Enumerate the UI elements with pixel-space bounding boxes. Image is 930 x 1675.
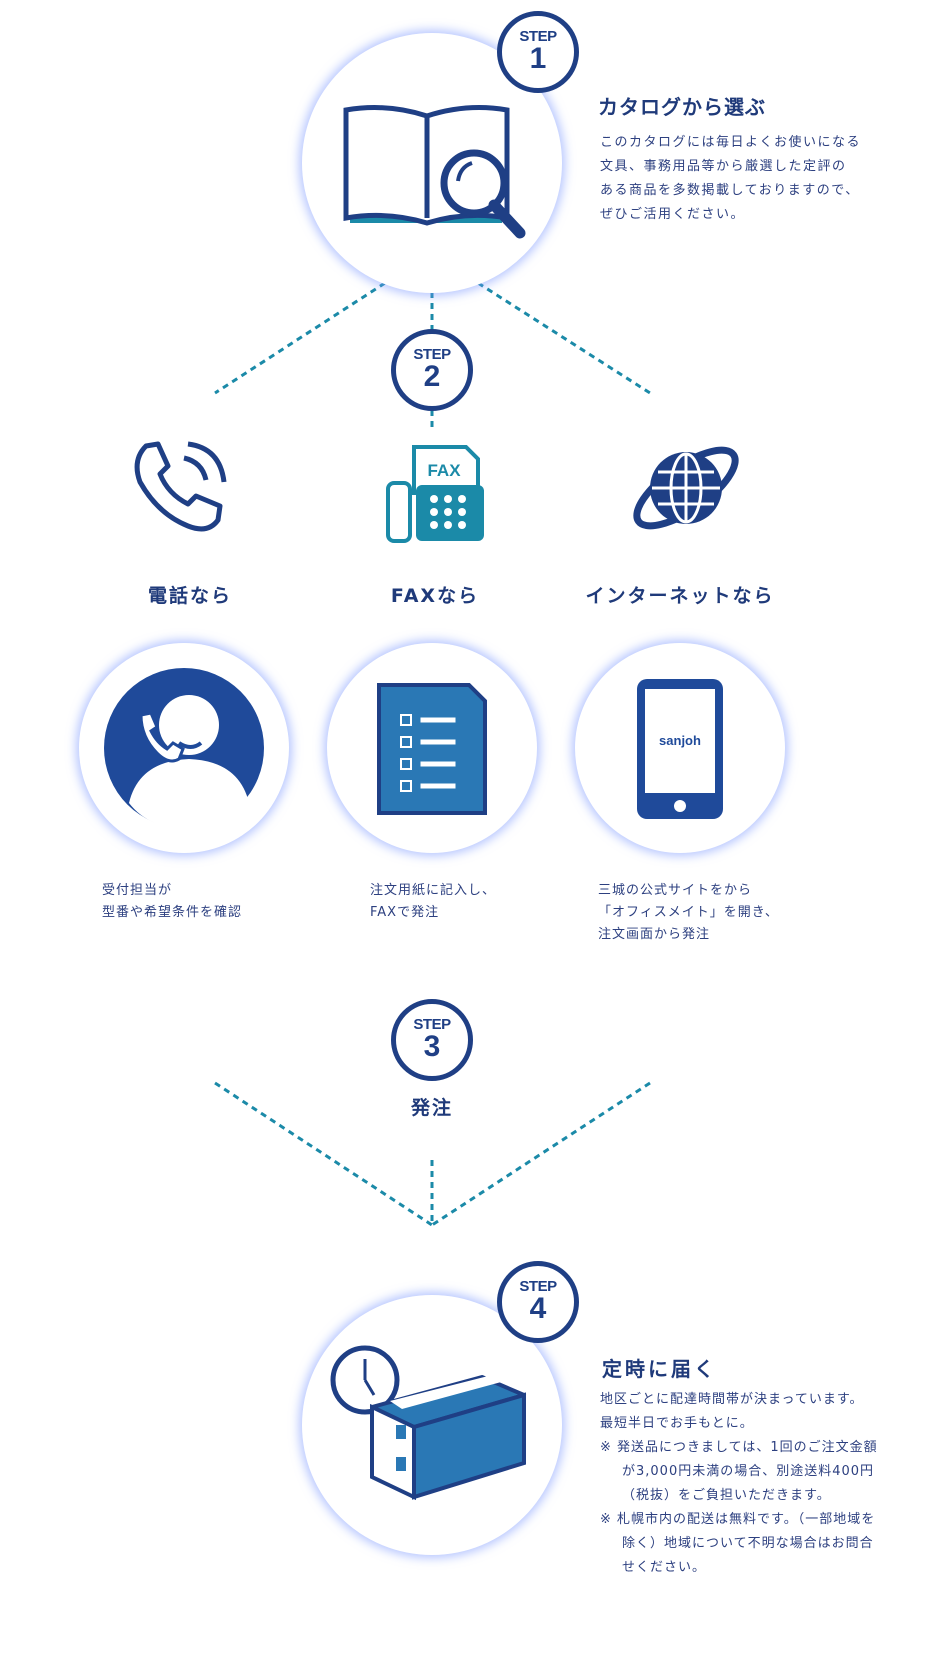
method-text-fax: 注文用紙に記入し、 FAXで発注	[370, 880, 496, 924]
note: ※ 札幌市内の配送は無料です。（一部地域を除く）地域について不明な場合はお問合せ…	[600, 1512, 876, 1575]
fax-icon: FAX	[386, 445, 484, 543]
desc-line: 地区ごとに配達時間帯が決まっています。	[600, 1392, 864, 1407]
text-line: 「オフィスメイト」を開き、	[598, 905, 779, 920]
method-label-phone: 電話なら	[147, 585, 232, 607]
step4-title: 定時に届く	[602, 1357, 717, 1381]
text-line: 注文画面から発注	[598, 927, 711, 942]
delivery-box-icon	[330, 1345, 526, 1501]
step-label: STEP	[413, 346, 451, 363]
method-label-fax: FAXなら	[390, 585, 480, 607]
tablet-circle: sanjoh	[575, 643, 785, 853]
text-line: 注文用紙に記入し、	[370, 883, 497, 898]
step1-title: カタログから選ぶ	[598, 95, 766, 119]
step4-description: 地区ごとに配達時間帯が決まっています。 最短半日でお手もとに。 ※ 発送品につき…	[600, 1388, 880, 1580]
text-line: FAXで発注	[370, 905, 440, 920]
desc-line: このカタログには毎日よくお使いになる	[600, 135, 862, 150]
globe-icon	[633, 446, 739, 530]
phone-icon	[134, 441, 227, 532]
step1-description: このカタログには毎日よくお使いになる 文具、事務用品等から厳選した定評の ある商…	[600, 131, 861, 227]
step-number: 3	[423, 1030, 441, 1063]
step-label: STEP	[413, 1016, 451, 1033]
desc-line: 文具、事務用品等から厳選した定評の	[600, 159, 847, 174]
method-text-internet: 三城の公式サイトをから 「オフィスメイト」を開き、 注文画面から発注	[598, 880, 779, 946]
text-line: 三城の公式サイトをから	[598, 883, 753, 898]
brand-logo: sanjoh	[659, 733, 701, 748]
step-number: 1	[529, 42, 547, 75]
step-label: STEP	[519, 1278, 557, 1295]
text-line: 型番や希望条件を確認	[102, 905, 243, 920]
fax-text: FAX	[427, 461, 461, 480]
operator-circle	[79, 643, 289, 853]
step3-title: 発注	[410, 1097, 453, 1119]
method-text-phone: 受付担当が 型番や希望条件を確認	[102, 880, 242, 924]
catalog-search-icon	[343, 105, 526, 239]
order-form-circle	[327, 643, 537, 853]
tablet-icon: sanjoh	[637, 679, 723, 819]
method-label-internet: インターネットなら	[585, 585, 775, 607]
step-number: 4	[529, 1292, 547, 1325]
step-number: 2	[423, 360, 441, 393]
desc-line: 最短半日でお手もとに。	[600, 1416, 754, 1431]
desc-line: ぜひご活用ください。	[600, 207, 746, 222]
order-form-icon	[377, 683, 487, 815]
text-line: 受付担当が	[102, 883, 173, 898]
operator-icon	[104, 668, 264, 830]
step-label: STEP	[519, 28, 557, 45]
note: ※ 発送品につきましては、1回のご注文金額が3,000円未満の場合、別途送料40…	[600, 1440, 878, 1503]
desc-line: ある商品を多数掲載しておりますので、	[600, 183, 860, 198]
step1-circle	[302, 33, 562, 293]
